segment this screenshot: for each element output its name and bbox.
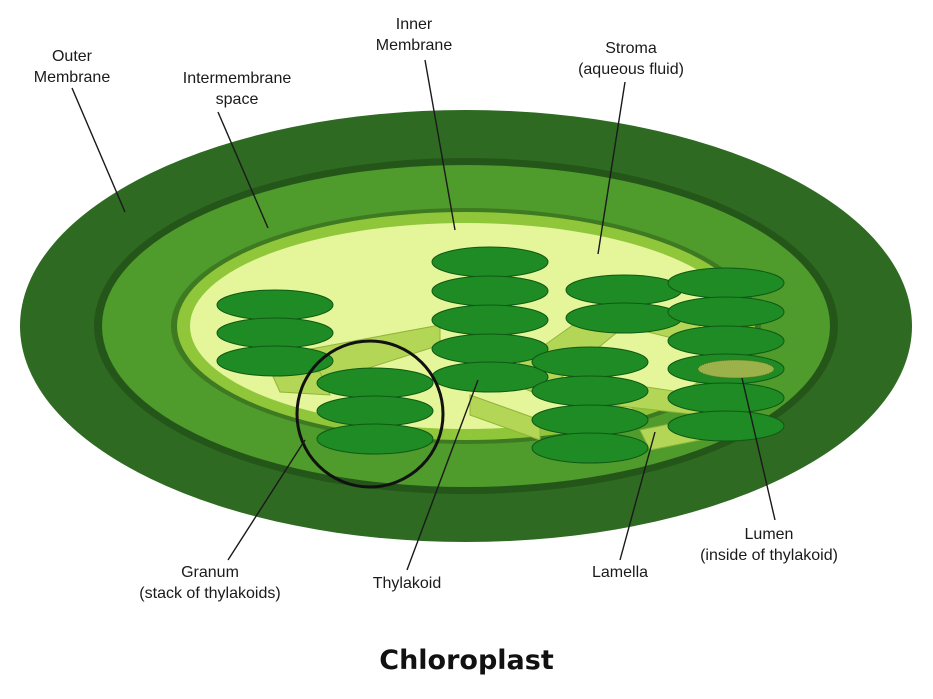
leader-granum: [227, 439, 306, 561]
leader-lumen: [741, 377, 776, 521]
granum-highlight-circle: [295, 339, 445, 489]
label-outer-membrane: Outer Membrane: [33, 48, 111, 86]
leader-stroma: [597, 81, 626, 255]
leader-lines: [71, 59, 776, 571]
thylakoid-disc: [216, 289, 334, 321]
granum-stack-4: [531, 346, 649, 464]
thylakoid-disc: [316, 367, 434, 399]
thylakoid-disc: [667, 325, 785, 357]
thylakoid-disc: [431, 304, 549, 336]
granum-stack-1: [216, 289, 334, 377]
lumen: [697, 359, 775, 379]
thylakoid-disc: [316, 395, 434, 427]
diagram-caption: Chloroplast: [379, 645, 554, 676]
thylakoid-disc: [531, 432, 649, 464]
granum-stack-3: [431, 246, 549, 393]
thylakoid-disc: [431, 333, 549, 365]
thylakoid-disc: [316, 423, 434, 455]
thylakoid-disc: [531, 404, 649, 436]
leader-outer-membrane: [71, 87, 126, 213]
label-stroma: Stroma (aqueous fluid): [578, 40, 684, 78]
chloroplast-diagram: [20, 59, 912, 571]
thylakoid-disc: [565, 302, 683, 334]
label-lamella: Lamella: [591, 564, 649, 581]
label-lumen: Lumen (inside of thylakoid): [700, 526, 838, 564]
leader-inner-membrane: [424, 59, 456, 231]
leader-intermembrane-space: [217, 111, 269, 229]
thylakoid-disc: [667, 410, 785, 442]
label-granum: Granum (stack of thylakoids): [139, 564, 281, 602]
leader-thylakoid: [406, 379, 479, 571]
thylakoid-disc: [216, 317, 334, 349]
thylakoid-disc: [667, 296, 785, 328]
granum-stack-2: [316, 367, 434, 455]
granum-stack-5: [565, 274, 683, 334]
thylakoid-disc: [531, 346, 649, 378]
thylakoid-disc: [216, 345, 334, 377]
thylakoid-disc: [531, 375, 649, 407]
label-intermembrane-space: Intermembrane space: [182, 70, 292, 108]
leader-lamella: [619, 431, 656, 561]
thylakoid-disc: [667, 382, 785, 414]
label-thylakoid: Thylakoid: [372, 575, 442, 592]
thylakoid-disc: [667, 267, 785, 299]
label-inner-membrane: Inner Membrane: [375, 16, 453, 54]
granum-stack-6: [667, 267, 785, 442]
thylakoid-disc: [565, 274, 683, 306]
thylakoid-disc: [431, 361, 549, 393]
thylakoid-disc: [431, 246, 549, 278]
thylakoid-disc: [431, 275, 549, 307]
